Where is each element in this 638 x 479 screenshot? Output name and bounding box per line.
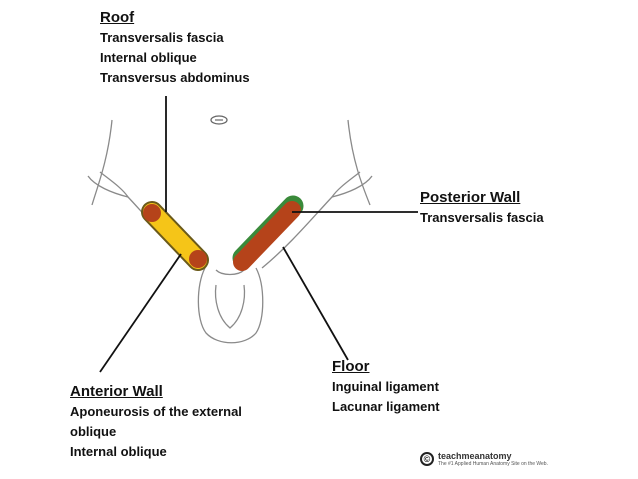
credit-text: teachmeanatomy The #1 Applied Human Anat… [438,451,548,467]
posterior-wall-item: Transversalis fascia [420,210,544,225]
posterior-wall-label: Posterior Wall Transversalis fascia [420,188,544,228]
genitalia-outline [197,267,264,344]
umbilicus [210,115,228,125]
right-inguinal-canal [232,195,304,271]
left-flank-outline [91,119,113,206]
anterior-wall-item: Aponeurosis of the external oblique [70,404,242,439]
leader-lines [99,96,418,373]
posterior-wall-heading: Posterior Wall [420,189,521,206]
floor-item: Inguinal ligament [332,379,439,394]
right-flank-outline [347,119,371,206]
superficial-ring-end [189,250,207,268]
roof-item: Transversus abdominus [100,70,250,85]
credit-brand: teachmeanatomy [438,451,512,461]
genitalia-midline [214,284,246,329]
right-groin-outline [261,196,333,269]
roof-label: Roof Transversalis fascia Internal obliq… [100,8,250,88]
roof-heading: Roof [100,9,135,26]
body-outline [87,119,373,344]
floor-leader [282,246,349,361]
shaft-outline [215,269,245,276]
roof-item: Internal oblique [100,50,197,65]
deep-ring-end [143,204,161,222]
anterior-wall-fill [143,203,207,269]
floor-heading: Floor [332,358,370,375]
left-inguinal-canal [141,201,209,271]
anterior-wall-heading: Anterior Wall [70,383,163,400]
copyright-icon: © [420,452,434,466]
anterior-wall-label: Anterior Wall Aponeurosis of the externa… [70,382,270,462]
roof-item: Transversalis fascia [100,30,224,45]
floor-label: Floor Inguinal ligament Lacunar ligament [332,357,440,417]
left-iliac-crest-outline [87,171,130,199]
credit-tagline: The #1 Applied Human Anatomy Site on the… [438,461,548,467]
posterior-wall-band [233,201,301,271]
anterior-wall-item: Internal oblique [70,444,167,459]
anterior-wall-leader [99,253,182,373]
credit-logo: © teachmeanatomy The #1 Applied Human An… [420,451,548,467]
floor-item: Lacunar ligament [332,399,440,414]
